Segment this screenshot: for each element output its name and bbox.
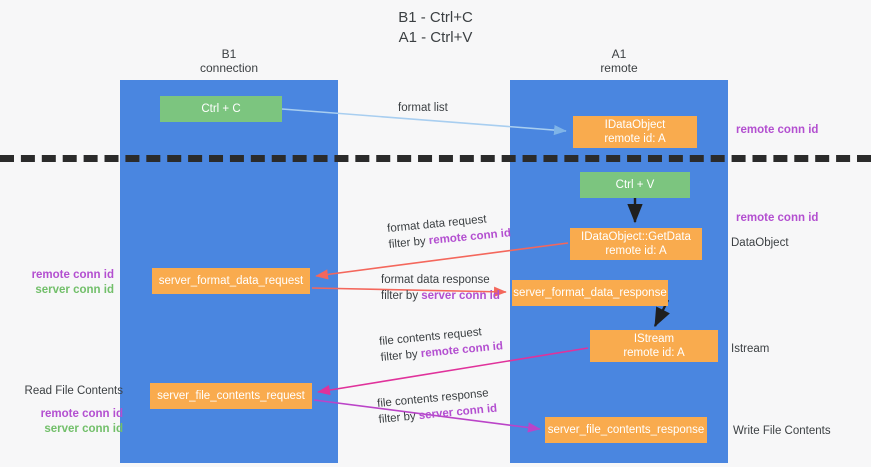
legend-remote-conn-id-lower: remote conn id xyxy=(40,408,123,420)
page-title: B1 - Ctrl+C A1 - Ctrl+V xyxy=(0,8,871,48)
node-server-format-data-response[interactable]: server_format_data_response xyxy=(512,280,668,306)
edge-label-fdresp-key: server conn id xyxy=(421,290,500,302)
node-ctrl-c[interactable]: Ctrl + C xyxy=(160,96,282,122)
title-line-2: A1 - Ctrl+V xyxy=(398,29,473,46)
node-istream-line1: IStream xyxy=(633,333,675,345)
annotation-remote-conn-id-top: remote conn id xyxy=(736,123,818,138)
annotation-write-file-contents-text: Write File Contents xyxy=(733,425,831,437)
edge-label-format-data-response: format data response filter by server co… xyxy=(381,272,500,304)
node-sfcreq-label: server_file_contents_request xyxy=(157,390,305,402)
annotation-remote-conn-id-top-text: remote conn id xyxy=(736,124,819,136)
legend-conn-ids-lower: Read File Contents remote conn id server… xyxy=(18,384,123,437)
node-idataobject[interactable]: IDataObject remote id: A xyxy=(573,116,697,148)
node-sfcresp-label: server_file_contents_response xyxy=(547,424,705,436)
edge-label-fdresp-prefix: filter by xyxy=(381,290,422,302)
edge-label-fdresp-line2: filter by server conn id xyxy=(381,288,500,304)
node-ctrl-v[interactable]: Ctrl + V xyxy=(580,172,690,198)
arrow-file-contents-request xyxy=(317,347,589,396)
annotation-istream: Istream xyxy=(731,342,769,357)
annotation-istream-text: Istream xyxy=(731,343,770,355)
node-idataobject-getdata[interactable]: IDataObject::GetData remote id: A xyxy=(570,228,702,260)
legend-server-conn-id-lower: server conn id xyxy=(44,423,123,435)
arrow-format-list xyxy=(281,108,567,136)
node-istream-line2: remote id: A xyxy=(623,347,685,359)
annotation-read-file-contents: Read File Contents xyxy=(24,385,123,397)
node-server-format-data-request[interactable]: server_format_data_request xyxy=(152,268,310,294)
annotation-dataobject-text: DataObject xyxy=(731,237,789,249)
title-line-1: B1 - Ctrl+C xyxy=(398,9,473,26)
node-server-file-contents-request[interactable]: server_file_contents_request xyxy=(150,383,312,409)
arrow-format-data-response xyxy=(311,286,507,297)
edge-label-fdreq-prefix: filter by xyxy=(388,235,430,251)
column-header-b1-name: B1 xyxy=(221,47,237,61)
annotation-dataobject: DataObject xyxy=(731,236,789,251)
legend-server-conn-id-upper: server conn id xyxy=(35,284,114,296)
node-idataobject-line2: remote id: A xyxy=(604,133,666,145)
phase-divider xyxy=(0,155,871,162)
arrow-format-data-request xyxy=(315,242,569,280)
node-ctrl-v-label: Ctrl + V xyxy=(615,179,655,191)
node-ctrl-c-label: Ctrl + C xyxy=(201,103,241,115)
arrow-file-contents-response xyxy=(313,399,541,433)
node-getdata-line1: IDataObject::GetData xyxy=(581,231,691,243)
edge-label-format-list: format list xyxy=(398,100,448,116)
edge-label-fcresp-prefix: filter by xyxy=(378,410,420,426)
node-idataobject-line1: IDataObject xyxy=(604,119,666,131)
column-header-a1-name: A1 xyxy=(611,47,627,61)
node-istream[interactable]: IStream remote id: A xyxy=(590,330,718,362)
legend-conn-ids-upper: remote conn id server conn id xyxy=(18,268,114,298)
node-sfdreq-label: server_format_data_request xyxy=(158,275,304,287)
node-getdata-line2: remote id: A xyxy=(605,245,667,257)
node-sfdresp-label: server_format_data_response xyxy=(513,287,667,299)
edge-label-fcreq-prefix: filter by xyxy=(380,348,422,364)
column-header-a1-role: remote xyxy=(600,61,638,75)
column-header-b1: B1 connection xyxy=(120,47,338,75)
annotation-write-file-contents: Write File Contents xyxy=(733,424,831,439)
node-server-file-contents-response[interactable]: server_file_contents_response xyxy=(545,417,707,443)
annotation-remote-conn-id-mid: remote conn id xyxy=(736,211,818,226)
column-header-a1: A1 remote xyxy=(510,47,728,75)
column-header-b1-role: connection xyxy=(199,61,259,75)
legend-remote-conn-id-upper: remote conn id xyxy=(31,269,114,281)
edge-label-fdresp-line1: format data response xyxy=(381,274,490,286)
annotation-remote-conn-id-mid-text: remote conn id xyxy=(736,212,819,224)
edge-label-format-list-text: format list xyxy=(398,102,448,114)
